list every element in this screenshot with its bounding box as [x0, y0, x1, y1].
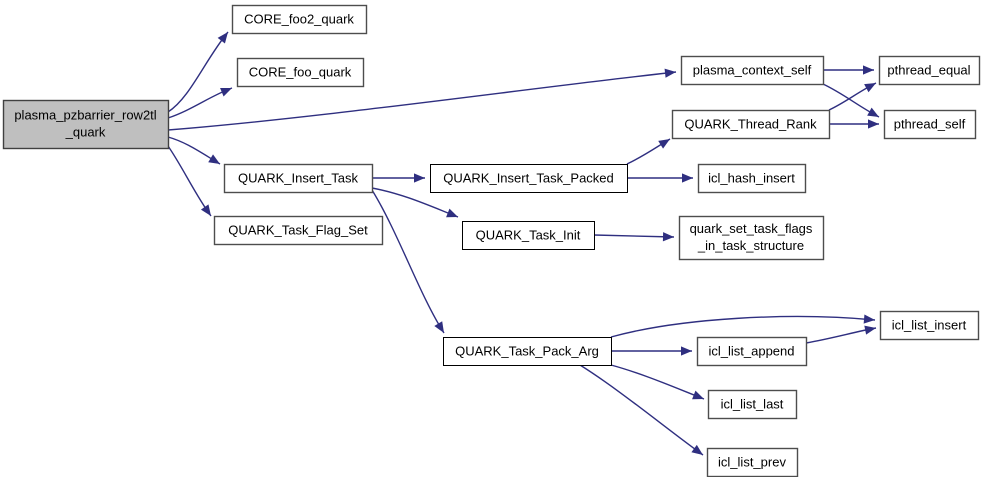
node-box-core_foo2_quark[interactable] [231, 4, 368, 35]
node-box-quark_task_init[interactable] [462, 221, 595, 250]
node-icl_list_insert[interactable]: icl_list_insert [879, 310, 980, 341]
node-box-pthread_self[interactable] [883, 109, 977, 140]
node-box-plasma_context_self[interactable] [680, 55, 825, 86]
arrowhead-plasma_context_self-to-pthread_equal [863, 65, 874, 75]
arrowhead-root-to-core_foo_quark [220, 87, 232, 97]
edge-quark_insert_task-to-quark_task_pack_arg [371, 189, 445, 334]
arrowhead-icl_list_append-to-icl_list_insert [864, 325, 876, 335]
node-quark_insert_task_packed[interactable]: QUARK_Insert_Task_Packed [430, 164, 628, 193]
node-pthread_equal[interactable]: pthread_equal [878, 55, 981, 86]
node-plasma_context_self[interactable]: plasma_context_self [680, 55, 825, 86]
node-box-pthread_equal[interactable] [878, 55, 981, 86]
node-root[interactable]: plasma_pzbarrier_row2tl _quark [2, 99, 170, 150]
node-quark_set_task_flags[interactable]: quark_set_task_flags _in_task_structure [678, 215, 825, 261]
edge-root-to-plasma_context_self [167, 71, 677, 131]
edge-quark_task_pack_arg-to-icl_list_last [610, 364, 705, 400]
node-box-quark_insert_task_packed[interactable] [430, 164, 628, 193]
arrowhead-quark_task_init-to-quark_set_task_flags [662, 232, 674, 242]
arrowhead-root-to-quark_insert_task [208, 154, 220, 164]
node-label-root-line2: _quark [65, 124, 106, 139]
arrowhead-quark_insert_task_packed-to-icl_hash_insert [682, 173, 693, 183]
node-box-quark_task_flag_set[interactable] [213, 215, 384, 246]
arrowhead-quark_insert_task-to-quark_task_init [446, 208, 458, 218]
node-icl_list_append[interactable]: icl_list_append [696, 336, 808, 367]
arrowhead-quark_insert_task_packed-to-quark_thread_rank [658, 139, 670, 149]
node-pthread_self[interactable]: pthread_self [883, 109, 977, 140]
arrowhead-root-to-quark_task_flag_set [200, 204, 211, 216]
arrowhead-quark_task_pack_arg-to-icl_list_last [692, 390, 704, 400]
node-box-icl_list_append[interactable] [696, 336, 808, 367]
node-quark_task_pack_arg[interactable]: QUARK_Task_Pack_Arg [443, 337, 612, 366]
node-label-quark_set_task_flags-line1: quark_set_task_flags [690, 221, 813, 236]
arrowhead-plasma_context_self-to-pthread_self [867, 107, 879, 117]
node-icl_hash_insert[interactable]: icl_hash_insert [697, 163, 807, 194]
node-label-icl_list_last: icl_list_last [721, 396, 784, 411]
node-box-icl_list_insert[interactable] [879, 310, 980, 341]
node-box-icl_list_prev[interactable] [706, 447, 799, 477]
node-box-quark_thread_rank[interactable] [671, 109, 831, 140]
node-label-quark_set_task_flags-line2: _in_task_structure [697, 238, 804, 253]
node-label-icl_list_insert: icl_list_insert [892, 317, 967, 332]
edge-quark_task_init-to-quark_set_task_flags [593, 234, 675, 238]
node-label-icl_hash_insert: icl_hash_insert [708, 170, 795, 185]
arrowhead-quark_thread_rank-to-pthread_equal [864, 83, 876, 93]
node-box-quark_task_pack_arg[interactable] [443, 337, 612, 366]
node-label-quark_task_init: QUARK_Task_Init [476, 227, 581, 242]
node-label-quark_insert_task_packed: QUARK_Insert_Task_Packed [443, 170, 614, 185]
node-label-pthread_equal: pthread_equal [887, 62, 970, 77]
arrowhead-root-to-core_foo2_quark [217, 32, 228, 44]
node-core_foo_quark[interactable]: CORE_foo_quark [236, 57, 365, 88]
nodes-layer: plasma_pzbarrier_row2tl _quark CORE_foo2_q… [2, 4, 981, 477]
node-quark_thread_rank[interactable]: QUARK_Thread_Rank [671, 109, 831, 140]
arrowhead-quark_task_pack_arg-to-icl_list_append [681, 346, 692, 356]
node-box-icl_list_last[interactable] [707, 389, 798, 420]
node-label-icl_list_append: icl_list_append [708, 343, 794, 358]
node-label-icl_list_prev: icl_list_prev [718, 454, 786, 469]
edge-quark_task_pack_arg-to-icl_list_insert [610, 315, 876, 338]
node-icl_list_prev[interactable]: icl_list_prev [706, 447, 799, 477]
arrowhead-quark_thread_rank-to-pthread_self [868, 119, 879, 129]
node-box-quark_insert_task[interactable] [223, 163, 374, 194]
node-label-quark_task_pack_arg: QUARK_Task_Pack_Arg [455, 343, 599, 358]
node-label-plasma_context_self: plasma_context_self [693, 62, 812, 77]
node-label-quark_insert_task: QUARK_Insert_Task [238, 170, 358, 185]
arrowhead-root-to-plasma_context_self [664, 68, 676, 78]
arrowhead-quark_task_pack_arg-to-icl_list_prev [691, 444, 703, 455]
node-box-core_foo_quark[interactable] [236, 57, 365, 88]
node-core_foo2_quark[interactable]: CORE_foo2_quark [231, 4, 368, 35]
node-label-root-line1: plasma_pzbarrier_row2tl [14, 107, 156, 122]
node-label-quark_task_flag_set: QUARK_Task_Flag_Set [228, 222, 368, 237]
node-label-quark_thread_rank: QUARK_Thread_Rank [684, 116, 817, 131]
node-box-quark_set_task_flags[interactable] [678, 215, 825, 261]
node-icl_list_last[interactable]: icl_list_last [707, 389, 798, 420]
edge-root-to-quark_task_flag_set [167, 145, 212, 217]
arrowhead-quark_insert_task-to-quark_insert_task_packed [414, 173, 425, 183]
arrowhead-quark_task_pack_arg-to-icl_list_insert [863, 314, 875, 324]
node-label-pthread_self: pthread_self [894, 116, 966, 131]
node-quark_task_flag_set[interactable]: QUARK_Task_Flag_Set [213, 215, 384, 246]
arrowhead-quark_insert_task-to-quark_task_pack_arg [434, 321, 444, 333]
node-label-core_foo_quark: CORE_foo_quark [249, 64, 352, 79]
edges-layer [167, 31, 880, 456]
edge-quark_task_pack_arg-to-icl_list_prev [579, 364, 704, 456]
node-box-root[interactable] [2, 99, 170, 150]
node-label-core_foo2_quark: CORE_foo2_quark [244, 11, 354, 26]
node-quark_insert_task[interactable]: QUARK_Insert_Task [223, 163, 374, 194]
edge-root-to-core_foo2_quark [167, 31, 229, 113]
node-quark_task_init[interactable]: QUARK_Task_Init [462, 221, 595, 250]
node-box-icl_hash_insert[interactable] [697, 163, 807, 194]
